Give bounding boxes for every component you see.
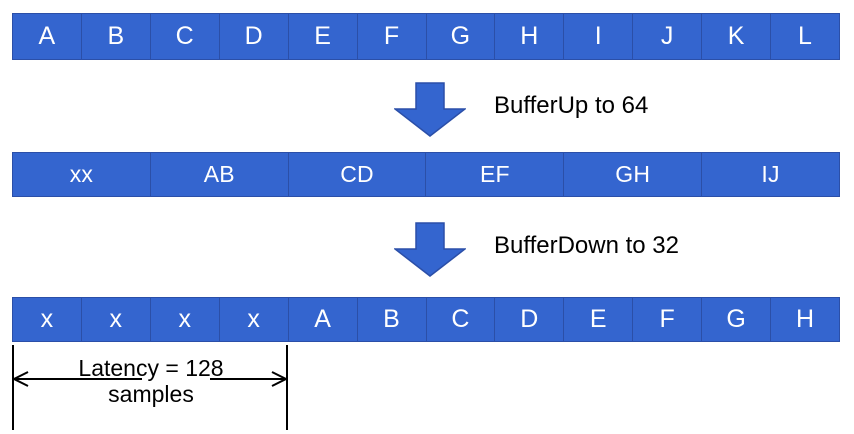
buffer-cell: D: [495, 298, 565, 341]
buffer-cell: x: [150, 298, 220, 341]
buffer-cell: G: [702, 298, 772, 341]
buffer-cell: IJ: [702, 153, 839, 196]
bufferdown-row: x x x x A B C D E F G H: [12, 297, 840, 342]
buffer-cell: F: [633, 298, 703, 341]
buffer-cell: EF: [426, 153, 565, 196]
buffer-cell: GH: [564, 153, 703, 196]
buffer-cell: E: [288, 14, 358, 59]
buffer-cell: L: [771, 14, 840, 59]
bufferup-row: xx AB CD EF GH IJ: [12, 152, 840, 197]
buffer-cell: A: [13, 14, 82, 59]
latency-right-tick: [286, 345, 288, 430]
buffer-cell: x: [81, 298, 151, 341]
latency-label: Latency = 128 samples: [58, 355, 244, 407]
bufferup-label: BufferUp to 64: [494, 92, 649, 119]
latency-label-line2: samples: [108, 381, 194, 407]
buffer-cell: x: [219, 298, 289, 341]
buffer-cell: xx: [13, 153, 151, 196]
buffer-cell: E: [564, 298, 634, 341]
input-buffer-row: A B C D E F G H I J K L: [12, 13, 840, 60]
buffer-cell: AB: [150, 153, 289, 196]
buffer-cell: F: [357, 14, 427, 59]
buffer-cell: x: [13, 298, 82, 341]
down-arrow-icon: [392, 82, 468, 137]
buffer-cell: K: [702, 14, 772, 59]
latency-left-tick: [12, 345, 14, 430]
latency-label-line1: Latency = 128: [78, 355, 224, 381]
bufferdown-label: BufferDown to 32: [494, 232, 680, 259]
buffer-cell: B: [81, 14, 151, 59]
latency-double-arrow-icon: [12, 371, 288, 387]
buffer-cell: H: [771, 298, 840, 341]
bufferup-arrow: [392, 82, 468, 137]
buffer-cell: J: [633, 14, 703, 59]
buffer-cell: C: [426, 298, 496, 341]
buffer-cell: A: [288, 298, 358, 341]
buffer-cell: I: [564, 14, 634, 59]
buffer-cell: CD: [288, 153, 427, 196]
buffer-cell: D: [219, 14, 289, 59]
buffer-cell: G: [426, 14, 496, 59]
down-arrow-icon: [392, 222, 468, 277]
bufferdown-arrow: [392, 222, 468, 277]
buffer-cell: H: [495, 14, 565, 59]
buffer-cell: C: [150, 14, 220, 59]
buffer-cell: B: [357, 298, 427, 341]
